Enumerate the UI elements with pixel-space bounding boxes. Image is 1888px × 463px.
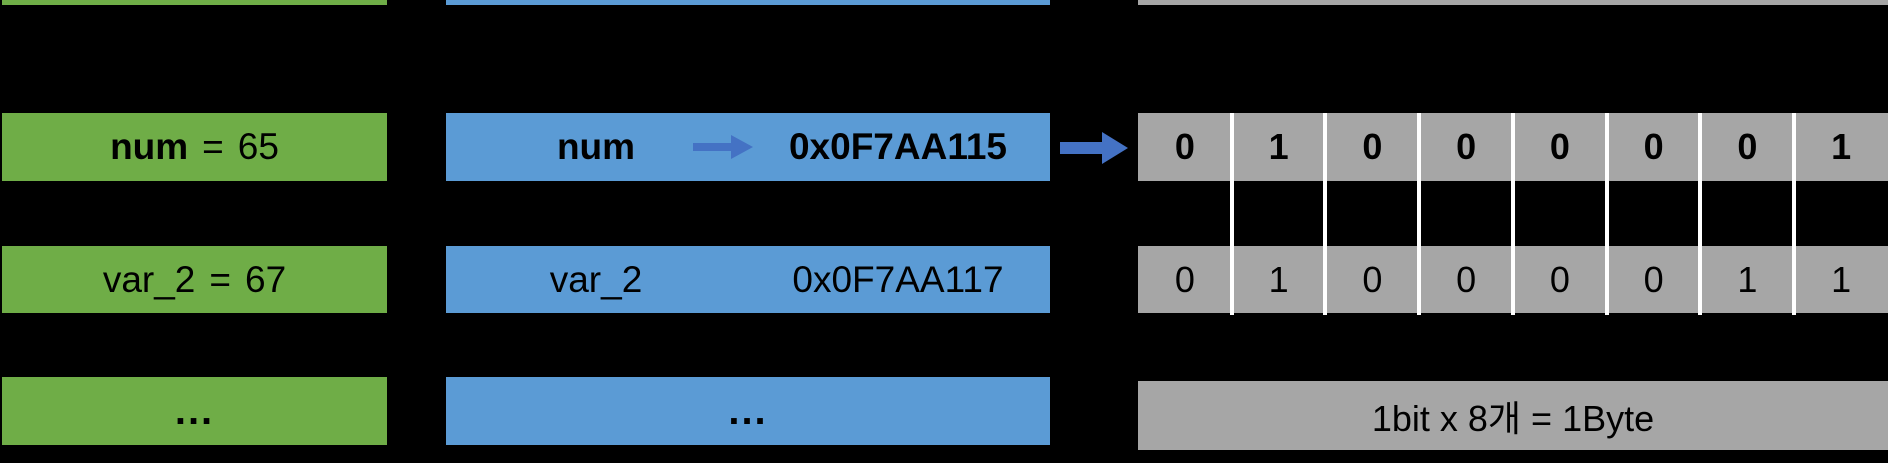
bit-cell: 0 <box>1174 258 1195 300</box>
bit-cell: 0 <box>1549 258 1570 300</box>
address-variable-name: num <box>556 126 636 167</box>
byte-caption-text: 1bit x 8개 = 1Byte <box>1371 397 1655 439</box>
variable-box-var2: var_2 = 67 <box>2 246 387 313</box>
address-box-num: num 0x0F7AA115 <box>446 113 1050 181</box>
bit-divider <box>1230 113 1234 315</box>
bit-cell: 1 <box>1831 258 1852 300</box>
bit-cell: 0 <box>1643 258 1664 300</box>
bit-divider <box>1417 113 1421 315</box>
byte-caption-box: 1bit x 8개 = 1Byte <box>1138 381 1888 450</box>
address-variable-name: var_2 <box>549 258 643 300</box>
variable-value: 65 <box>237 126 279 167</box>
ellipsis-text: ... <box>728 388 768 433</box>
bit-cell: 0 <box>1643 126 1664 167</box>
bit-cell: 1 <box>1831 126 1852 167</box>
bit-cell: 1 <box>1268 258 1289 300</box>
bit-cell: 0 <box>1456 258 1477 300</box>
memory-partial-box-top <box>1138 0 1888 5</box>
bit-divider <box>1605 113 1609 315</box>
variable-box-num: num = 65 <box>2 113 387 181</box>
bit-cell: 0 <box>1174 126 1195 167</box>
ellipsis-text: ... <box>174 388 215 433</box>
bit-divider <box>1792 113 1796 315</box>
bit-cell: 0 <box>1362 126 1383 167</box>
bit-divider <box>1698 113 1702 315</box>
equals-sign: = <box>202 126 224 167</box>
equals-sign: = <box>209 258 231 300</box>
variable-value: 67 <box>245 258 287 300</box>
address-box-var2: var_2 0x0F7AA117 <box>446 246 1050 313</box>
address-box-ellipsis: ... <box>446 377 1050 445</box>
bit-cell: 0 <box>1362 258 1383 300</box>
variable-name: num <box>110 126 189 167</box>
address-value: 0x0F7AA115 <box>788 126 1008 167</box>
bit-cell: 0 <box>1456 126 1477 167</box>
address-value: 0x0F7AA117 <box>792 258 1004 300</box>
bit-cell: 0 <box>1737 126 1758 167</box>
right-arrow-icon <box>693 134 753 160</box>
right-arrow-icon <box>1060 130 1128 166</box>
addresses-partial-box-top <box>446 0 1050 5</box>
variables-partial-box-top <box>2 0 387 5</box>
variable-box-ellipsis: ... <box>2 377 387 445</box>
variable-name: var_2 <box>102 258 196 300</box>
bit-divider <box>1323 113 1327 315</box>
bit-cell: 1 <box>1268 126 1289 167</box>
bit-divider <box>1511 113 1515 315</box>
bit-cell: 0 <box>1549 126 1570 167</box>
bit-cell: 1 <box>1737 258 1758 300</box>
